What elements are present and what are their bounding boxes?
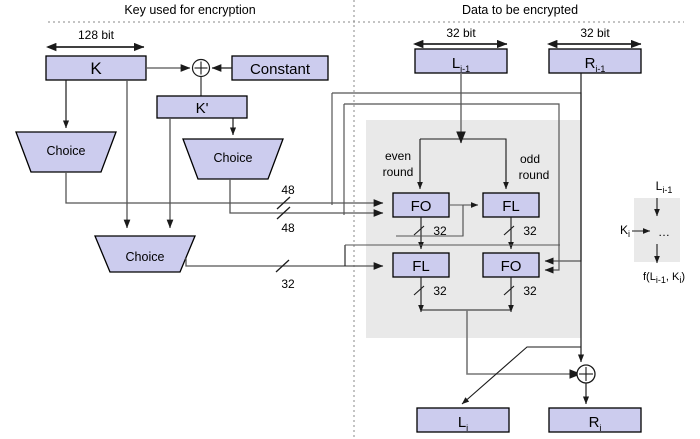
key-box-kprime[interactable] [156, 95, 248, 119]
legend-input-label: Li-1 [656, 179, 673, 195]
left-section-title: Key used for encryption [124, 3, 255, 17]
function-box-fl-odd-label: FL [502, 198, 520, 215]
key-box-k-label: K [90, 59, 102, 78]
slash-fl-odd-out [503, 225, 515, 236]
width-label-fl-even-out: 32 [433, 284, 447, 298]
legend-key-label: Ki [620, 223, 630, 239]
odd-round-label-line2: round [519, 168, 550, 182]
feedback-loop-inner [344, 103, 560, 274]
width-label-fl-odd-out: 32 [523, 224, 537, 238]
left-half-width-label: 32 bit [446, 26, 476, 40]
data-box-left-input[interactable] [414, 48, 508, 74]
data-box-right-output[interactable] [548, 407, 642, 433]
data-box-right-input[interactable] [548, 48, 642, 74]
key-box-kprime-label: K' [196, 100, 209, 117]
choice-block-bottom[interactable] [94, 235, 196, 273]
key-box-k[interactable] [45, 55, 147, 81]
slash-fl-even-out [413, 285, 425, 296]
slash-fo-even-out [413, 225, 425, 236]
choice-block-top-left-label: Choice [47, 144, 86, 158]
data-box-right-input-label: Ri-1 [585, 55, 606, 74]
width-label-fo-odd-out: 32 [523, 284, 537, 298]
data-box-right-output-label: Ri [589, 414, 602, 433]
bus-label-32: 32 [281, 277, 295, 291]
function-box-fl-odd[interactable] [482, 192, 540, 218]
constant-box[interactable] [231, 55, 329, 81]
even-round-label-line2: round [383, 165, 414, 179]
bus-slash-48-upper [276, 196, 291, 210]
bus-slash-48-lower [276, 206, 291, 220]
key-width-label: 128 bit [78, 28, 115, 42]
bus-slash-32 [275, 259, 290, 273]
choice-block-top-right[interactable] [182, 138, 284, 180]
function-box-fo-odd[interactable] [482, 252, 540, 278]
even-round-label-line1: even [385, 149, 411, 163]
function-box-fo-even-label: FO [411, 198, 432, 215]
wire-crossover-to-left-output [461, 346, 581, 405]
wire-choice-left-to-fo-48-upper [65, 172, 384, 207]
function-box-fo-odd-label: FO [501, 258, 522, 275]
legend-output-label: f(Li-1, Ki) [643, 271, 685, 285]
wire-choice-bottom-to-fl-32 [185, 258, 384, 270]
choice-block-top-right-label: Choice [214, 151, 253, 165]
width-label-fo-even-out: 32 [433, 224, 447, 238]
choice-block-bottom-label: Choice [126, 250, 165, 264]
wire-choice-right-to-fo-48-lower [229, 179, 384, 217]
slash-fo-odd-out [503, 285, 515, 296]
function-box-fl-even[interactable] [392, 252, 450, 278]
right-section-title: Data to be encrypted [462, 3, 578, 17]
odd-round-label-line1: odd [520, 152, 540, 166]
data-box-left-input-label: Li-1 [452, 55, 470, 74]
function-box-fo-even[interactable] [392, 192, 450, 218]
constant-box-label: Constant [250, 61, 311, 78]
choice-block-top-left[interactable] [15, 131, 117, 173]
legend-ellipsis: … [658, 225, 670, 239]
round-function-panel [366, 120, 581, 338]
bus-label-48-upper: 48 [281, 183, 295, 197]
data-box-left-output[interactable] [416, 407, 510, 433]
wire-round-output-to-xor [466, 310, 582, 379]
function-box-fl-even-label: FL [412, 258, 430, 275]
data-box-left-output-label: Li [458, 414, 468, 433]
bus-label-48-lower: 48 [281, 221, 295, 235]
right-half-width-label: 32 bit [580, 26, 610, 40]
